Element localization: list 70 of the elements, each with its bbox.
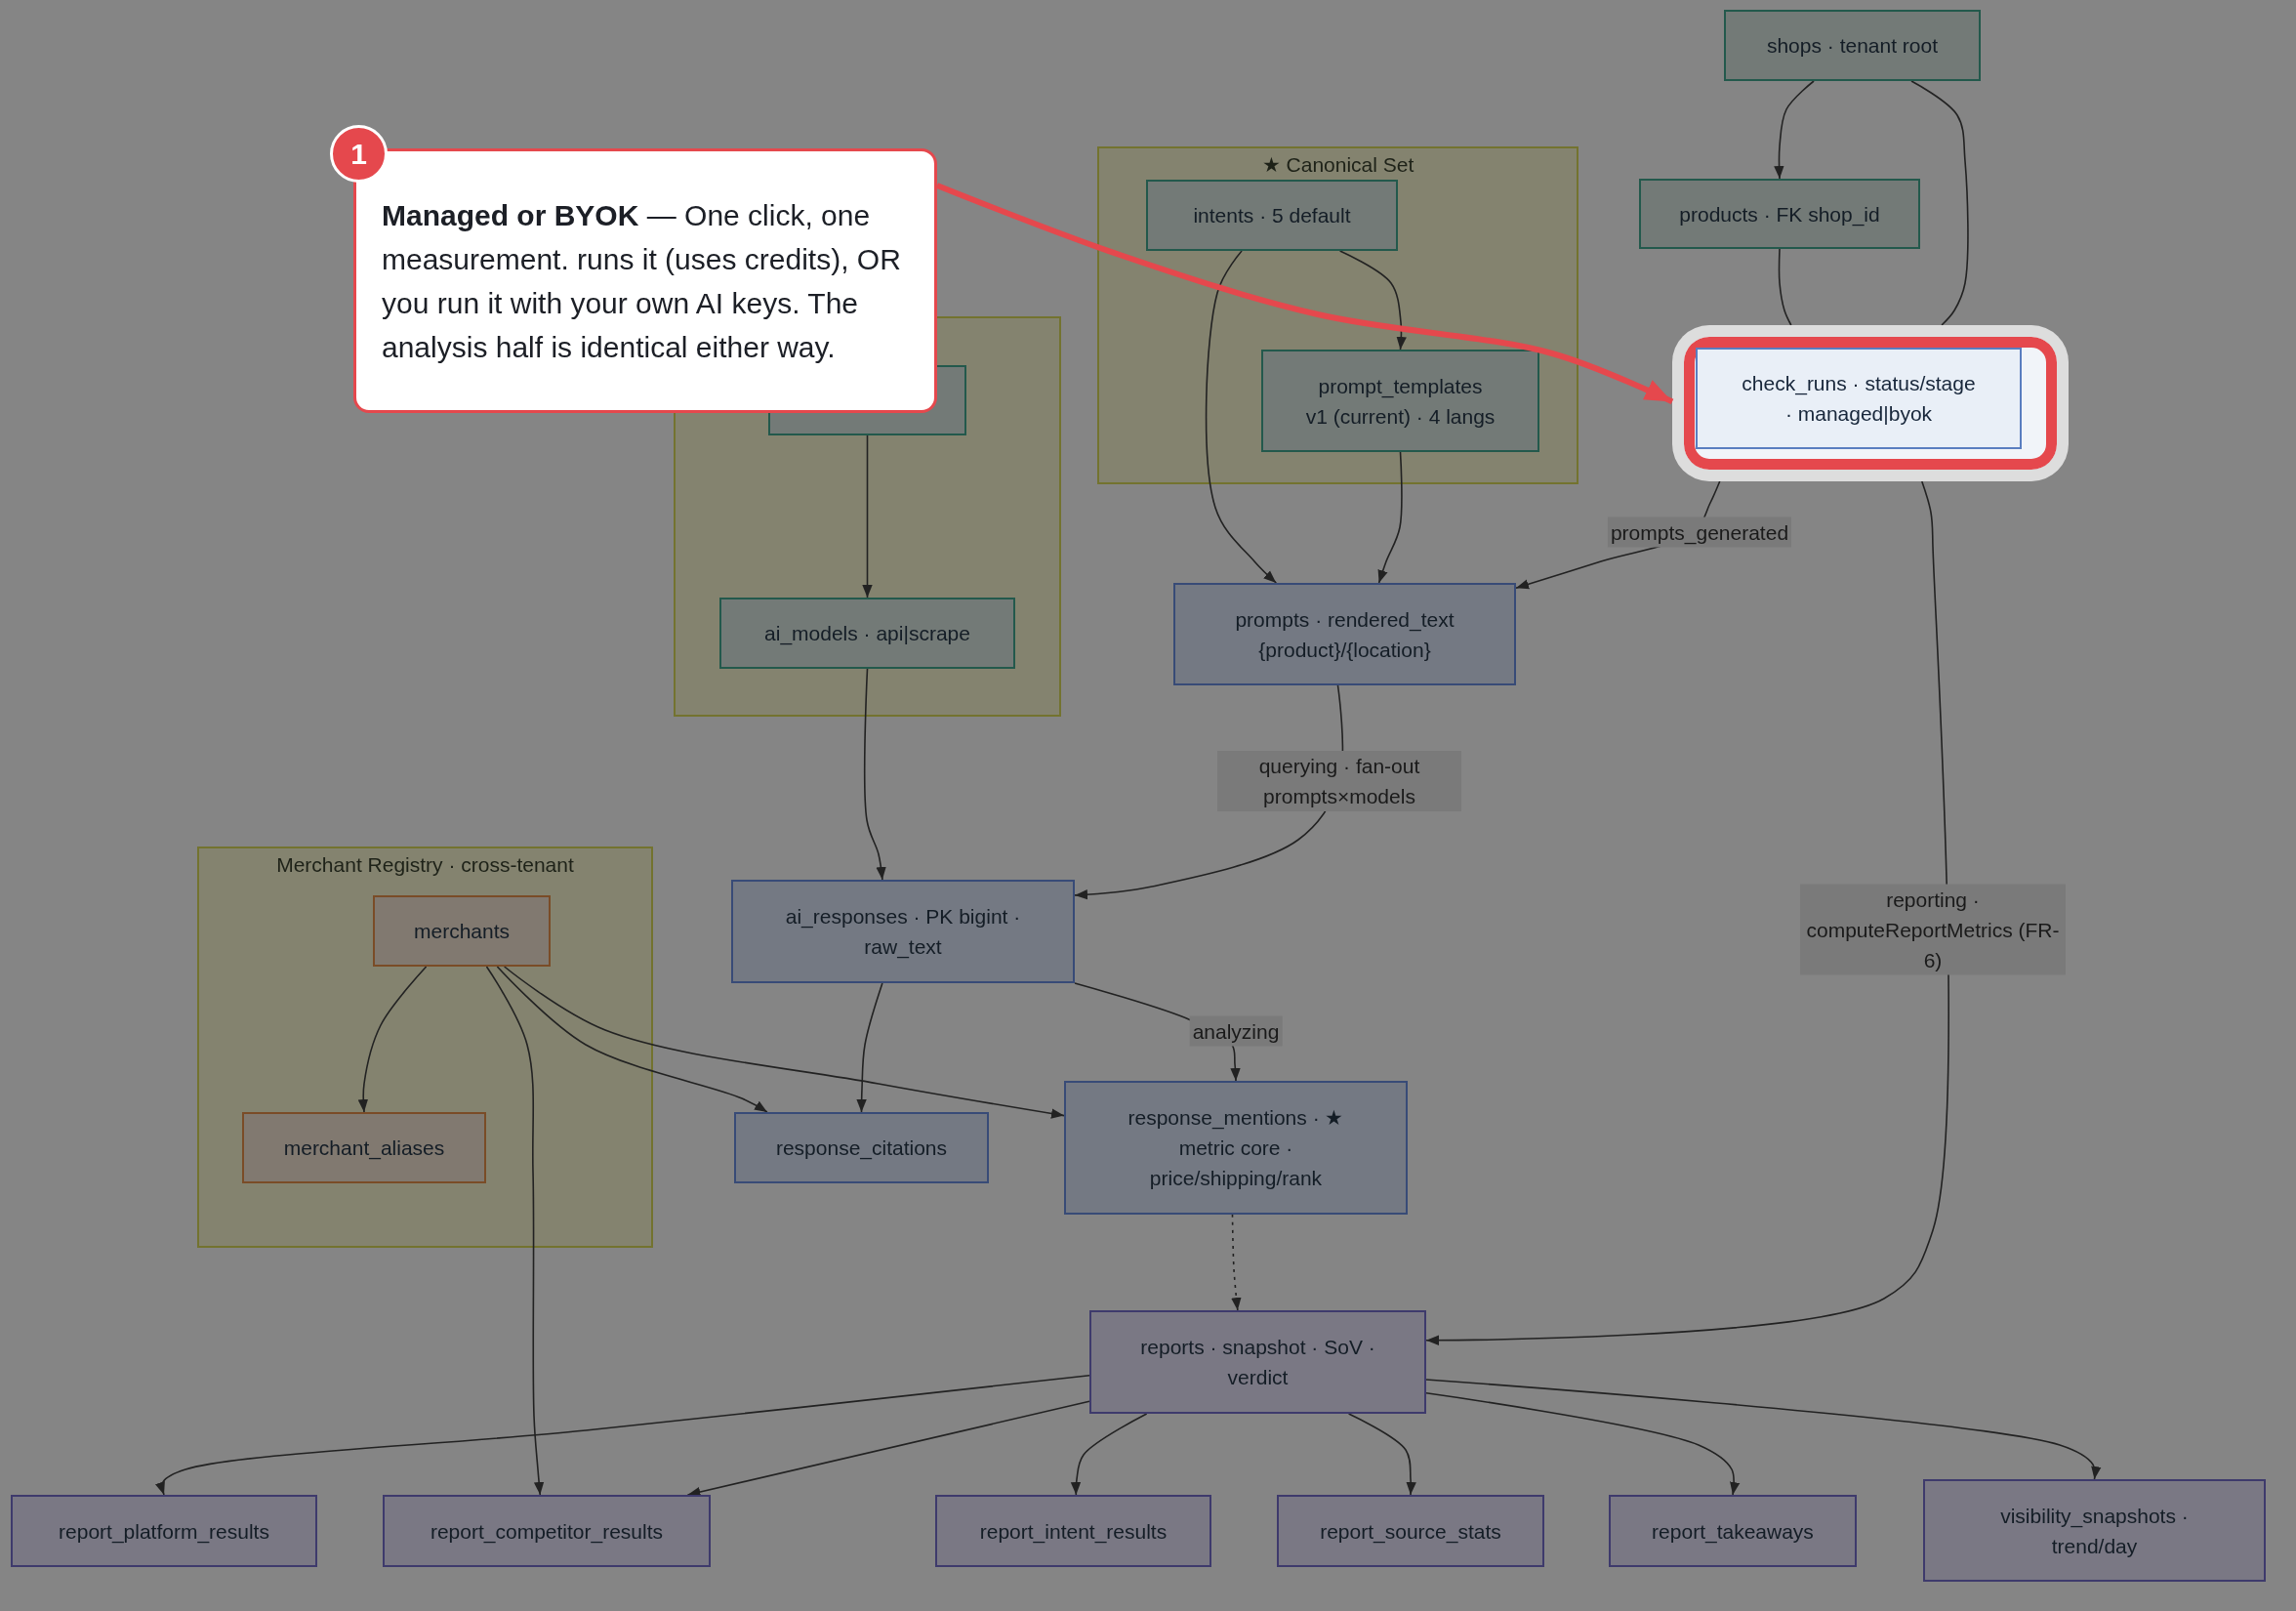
arrow (863, 668, 886, 881)
arrow (1070, 1413, 1148, 1496)
table-box (1146, 180, 1398, 251)
node-label: reports · snapshot · SoV · verdict (1140, 1335, 1375, 1390)
table-box (1173, 583, 1516, 685)
group-title: ★ Canonical Set (1261, 152, 1414, 178)
arrow (496, 966, 768, 1113)
table-box (1064, 1081, 1408, 1215)
callout-text: Managed or BYOK — One click, one measurement. runs it (uses credits), OR you run it with your own AI keys. The analysis half is identical either way. (382, 197, 902, 365)
node-label: merchant_aliases (283, 1136, 445, 1162)
arrow (485, 966, 545, 1496)
node-label: merchants (413, 919, 510, 944)
node-label: check_runs · status/stage · managed|byok (1742, 371, 1976, 427)
pointer-arrow (935, 183, 1674, 405)
node-label: prompts · rendered_text {product}/{location} (1235, 606, 1455, 663)
node-label: response_citations (775, 1136, 948, 1162)
arrow (1425, 1392, 1741, 1496)
table-box (1609, 1495, 1857, 1567)
node-label: prompt_templates v1 (current) · 4 langs (1305, 373, 1496, 430)
edge-label: reporting · computeReportMetrics (FR-6) (1800, 884, 2066, 975)
table-box (1261, 350, 1539, 452)
group-panel (197, 847, 653, 1248)
node-label: ai_models · api|scrape (764, 621, 970, 647)
table-box (935, 1495, 1211, 1567)
arrow (1425, 480, 1949, 1345)
group-title: Merchant Registry · cross-tenant (276, 852, 574, 878)
node-label: report_takeaways (1652, 1518, 1814, 1546)
arrow (1347, 1413, 1416, 1496)
callout-number: 1 (330, 125, 388, 183)
table-box (1089, 1310, 1426, 1414)
connector-line (1910, 80, 1969, 326)
connector-line (1778, 248, 1792, 326)
node-label: ai_responses · PK bigint · raw_text (785, 904, 1021, 961)
table-box (383, 1495, 711, 1567)
node-label: visibility_snapshots · trend/day (2000, 1503, 2189, 1559)
table-box (1277, 1495, 1544, 1567)
node-label: response_mentions · ★ metric core · price/shipping/rank (1128, 1105, 1344, 1191)
arrow (686, 1400, 1090, 1498)
arrow (856, 982, 883, 1113)
highlight-ring (1672, 325, 2069, 481)
node-label: shops · tenant root (1766, 33, 1939, 59)
arrow (1338, 250, 1407, 351)
table-box (373, 895, 551, 967)
edge-label: prompts_generated (1607, 516, 1792, 548)
table-box (1724, 10, 1981, 81)
arrow (1377, 451, 1403, 584)
node-label: intents · 5 default (1193, 203, 1351, 228)
table-box (719, 598, 1015, 669)
arrow (862, 434, 873, 599)
edge-label: querying · fan-out prompts×models (1217, 751, 1461, 811)
table-box (734, 1112, 989, 1183)
arrow (357, 966, 428, 1113)
arrow (1774, 80, 1815, 180)
arrow (1425, 1379, 2102, 1480)
dashed-arrow (1231, 1214, 1242, 1311)
arrow (503, 966, 1065, 1119)
table-box (731, 880, 1075, 983)
node-label: products · FK shop_id (1679, 201, 1880, 228)
table-box (11, 1495, 317, 1567)
table-box (1639, 179, 1920, 249)
arrow (155, 1375, 1090, 1496)
node-label: report_competitor_results (430, 1518, 664, 1546)
table-box (242, 1112, 486, 1183)
edge-label: analyzing (1189, 1015, 1283, 1047)
node-label: report_intent_results (979, 1518, 1168, 1546)
group-panel (1097, 146, 1578, 484)
node-label: report_platform_results (59, 1518, 269, 1546)
table-box (1923, 1479, 2266, 1582)
node-label: report_source_stats (1320, 1518, 1501, 1546)
arrow (1205, 250, 1278, 584)
